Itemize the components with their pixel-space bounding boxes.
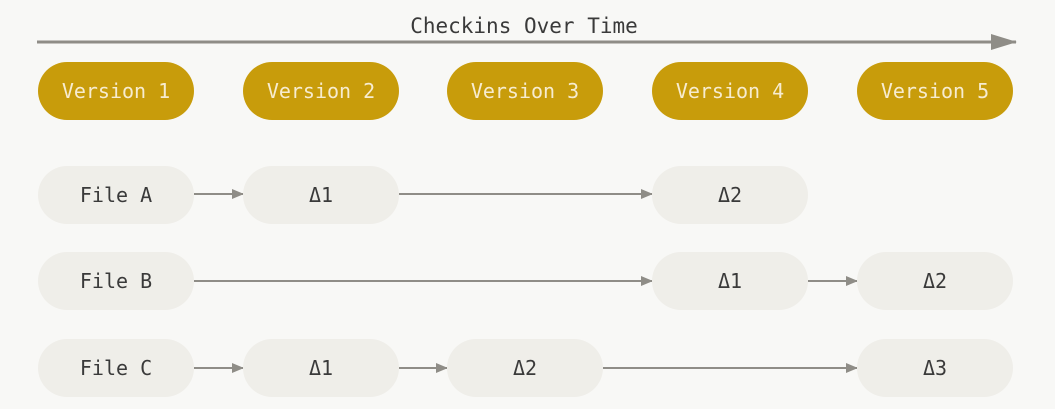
delta-label: Δ2 xyxy=(923,269,947,293)
delta-node: Δ2 xyxy=(652,166,808,224)
delta-label: Δ2 xyxy=(718,183,742,207)
file-row-c: File C Δ1 Δ2 Δ3 xyxy=(38,339,1013,397)
delta-label: Δ3 xyxy=(923,356,947,380)
file-node: File A xyxy=(38,166,194,224)
delta-node: Δ2 xyxy=(857,252,1013,310)
delta-label: Δ1 xyxy=(309,356,333,380)
file-label: File C xyxy=(80,356,152,380)
diagram-title: Checkins Over Time xyxy=(410,14,638,38)
delta-label: Δ1 xyxy=(718,269,742,293)
file-row-b: File B Δ1 Δ2 xyxy=(38,252,1013,310)
version-label: Version 4 xyxy=(676,79,784,103)
version-pill: Version 2 xyxy=(243,62,399,120)
delta-node: Δ3 xyxy=(857,339,1013,397)
file-label: File B xyxy=(80,269,152,293)
version-label: Version 1 xyxy=(62,79,170,103)
delta-label: Δ1 xyxy=(309,183,333,207)
delta-node: Δ1 xyxy=(243,339,399,397)
file-label: File A xyxy=(80,183,152,207)
version-pill: Version 4 xyxy=(652,62,808,120)
file-node: File B xyxy=(38,252,194,310)
version-header-row: Version 1 Version 2 Version 3 Version 4 … xyxy=(38,62,1013,120)
version-label: Version 3 xyxy=(471,79,579,103)
delta-node: Δ1 xyxy=(243,166,399,224)
version-label: Version 2 xyxy=(267,79,375,103)
delta-node: Δ1 xyxy=(652,252,808,310)
file-row-a: File A Δ1 Δ2 xyxy=(38,166,808,224)
file-node: File C xyxy=(38,339,194,397)
version-pill: Version 1 xyxy=(38,62,194,120)
version-pill: Version 3 xyxy=(447,62,603,120)
version-label: Version 5 xyxy=(881,79,989,103)
delta-node: Δ2 xyxy=(447,339,603,397)
delta-label: Δ2 xyxy=(513,356,537,380)
version-pill: Version 5 xyxy=(857,62,1013,120)
